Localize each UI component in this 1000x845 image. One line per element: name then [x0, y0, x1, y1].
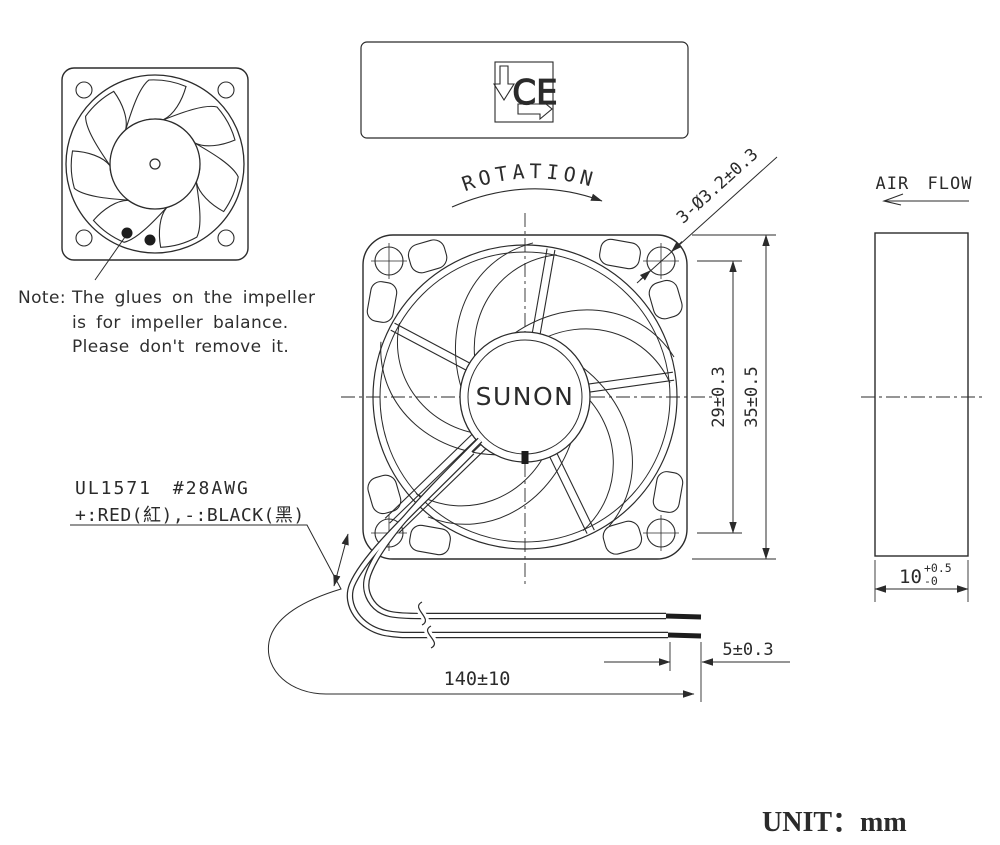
- side-body: [874, 232, 969, 557]
- blade: [507, 309, 675, 384]
- wire-exit-arrow: [333, 533, 349, 587]
- corner-cutout: [602, 520, 643, 555]
- right-arrow-icon: [517, 97, 553, 121]
- wire-spec-line-1: UL1571 #28AWG: [75, 478, 250, 499]
- dim-mounting-holes: 3-Ø3.2±0.3: [636, 145, 778, 284]
- corner-mount: [366, 239, 448, 323]
- dim-hole-pitch-label: 29±0.3: [709, 366, 729, 427]
- ce-mark-label: CE: [512, 73, 557, 113]
- dim-hole-pitch: 29±0.3: [697, 260, 742, 534]
- dim-frame-size: 35±0.5: [692, 234, 776, 560]
- unit-label: UNIT：mm: [762, 807, 907, 838]
- corner-cutout: [367, 474, 402, 515]
- airflow-arrow: [882, 193, 969, 206]
- hub-center-hole: [149, 158, 161, 170]
- glue-dot: [144, 234, 156, 246]
- blade: [575, 362, 633, 531]
- hub-wire-notch: [521, 451, 529, 464]
- struts: [384, 248, 675, 534]
- side-view: AIR FLOW 10 +0.5 -0: [861, 174, 984, 602]
- mounting-hole: [217, 229, 235, 247]
- front-view: [61, 67, 249, 281]
- front-hub: [109, 118, 201, 210]
- corner-cutout: [652, 471, 684, 513]
- dim-thickness-tol-plus: +0.5: [924, 561, 952, 575]
- front-frame: [61, 67, 249, 261]
- corner-cutout: [648, 279, 683, 320]
- mounting-hole: [217, 81, 235, 99]
- wire-core: [348, 438, 668, 638]
- dim-mounting-holes-label: 3-Ø3.2±0.3: [673, 145, 762, 228]
- lead-length-leader: [70, 524, 695, 698]
- note-line-1: The glues on the impeller: [71, 288, 315, 308]
- blade: [380, 322, 505, 456]
- note-title: Note:: [18, 288, 66, 308]
- main-frame: [362, 234, 688, 560]
- rotation-indicator: ROTATION: [451, 159, 603, 208]
- mounting-hole: [75, 81, 93, 99]
- dim-strip-length-label: 5±0.3: [722, 640, 773, 660]
- airflow-label: AIR FLOW: [876, 174, 973, 194]
- dim-lead-length: 140±10: [70, 524, 695, 698]
- brand-label: SUNON: [476, 382, 575, 411]
- lead-wires: [346, 437, 702, 652]
- note-line-3: Please don't remove it.: [72, 337, 289, 357]
- down-arrow-icon: [493, 65, 515, 102]
- wire-break: [424, 622, 438, 652]
- rotation-arrow: [451, 188, 603, 208]
- wire-body: [346, 437, 668, 639]
- dim-thickness-value: 10: [899, 566, 922, 588]
- corner-mount: [367, 474, 451, 556]
- label-plate-outline: [360, 41, 689, 139]
- dim-thickness: 10 +0.5 -0: [874, 560, 969, 602]
- dim-strip-length: 5±0.3: [604, 640, 790, 702]
- main-view: SUNON: [341, 213, 717, 585]
- venturi-ring-inner: [379, 251, 671, 543]
- dim-frame-size-label: 35±0.5: [742, 366, 762, 427]
- corner-mount: [599, 238, 683, 320]
- blade: [455, 242, 557, 396]
- rotation-label: ROTATION: [459, 159, 600, 196]
- note-line-2: is for impeller balance.: [72, 313, 289, 333]
- wire-spec-line-2: +:RED(紅),-:BLACK(黑): [75, 505, 305, 526]
- mounting-hole: [75, 229, 93, 247]
- corner-cutout: [407, 239, 448, 274]
- corner-cutout: [366, 281, 398, 323]
- wire-break: [415, 598, 429, 629]
- corner-cutout: [409, 524, 451, 556]
- corner-mounts: [366, 238, 684, 556]
- label-plate: CE: [360, 41, 689, 139]
- ce-box: [494, 61, 554, 123]
- impeller-rim: [65, 74, 245, 254]
- corner-mount: [602, 471, 684, 555]
- blade: [415, 434, 574, 525]
- corner-cutout: [599, 238, 641, 270]
- note-leader-line: [94, 236, 126, 281]
- wire-stripped-tip: [665, 613, 702, 620]
- wire-spec-callout: UL1571 #28AWG +:RED(紅),-:BLACK(黑): [75, 478, 349, 587]
- glue-dot: [121, 227, 133, 239]
- wire-stripped-tip: [667, 632, 702, 639]
- impeller-note: Note: The glues on the impeller is for i…: [18, 288, 315, 357]
- dim-thickness-tol-minus: -0: [924, 574, 938, 588]
- dim-lead-length-label: 140±10: [444, 669, 511, 690]
- rear-blades: [380, 242, 675, 531]
